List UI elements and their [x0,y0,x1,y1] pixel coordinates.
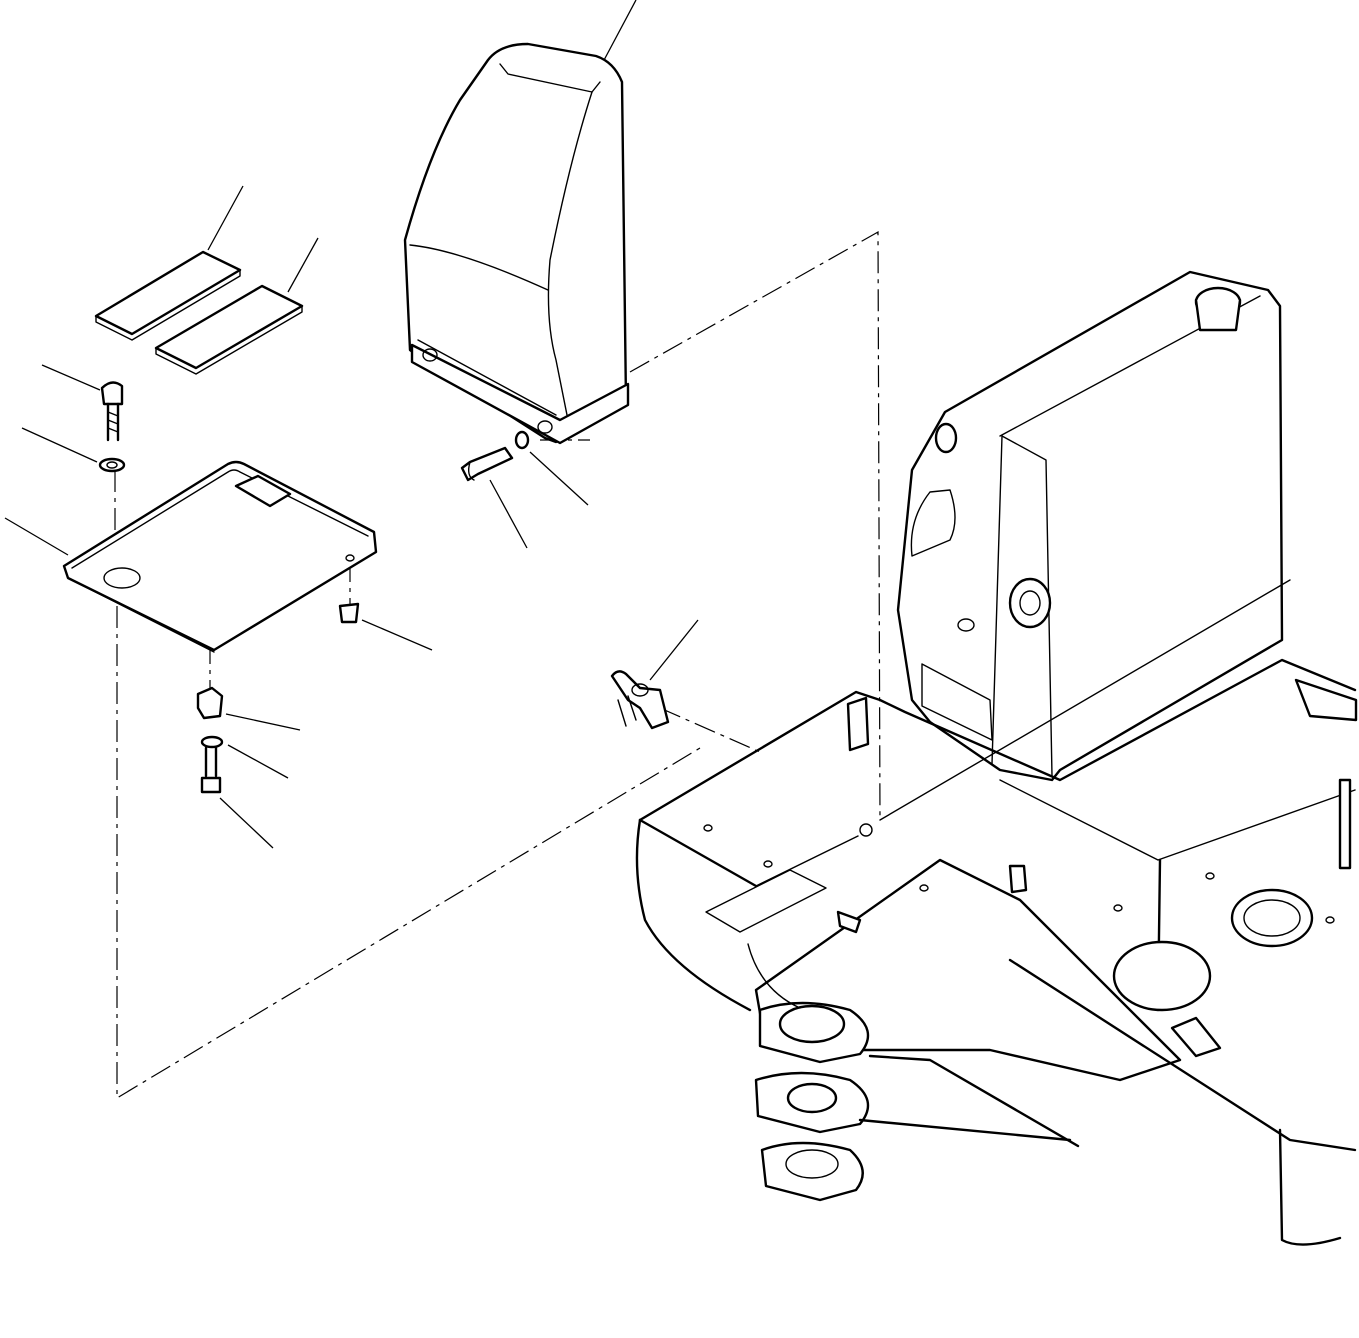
cover-plate [62,460,378,653]
small-fasteners [196,602,360,794]
tank [896,270,1284,782]
seat-bolt [460,430,530,482]
revolving-frame [635,579,1358,1246]
latch [610,670,670,730]
cover-bolt [98,381,126,473]
pads [94,250,304,375]
seat-cushion [403,42,630,445]
leader-lines [4,0,699,849]
